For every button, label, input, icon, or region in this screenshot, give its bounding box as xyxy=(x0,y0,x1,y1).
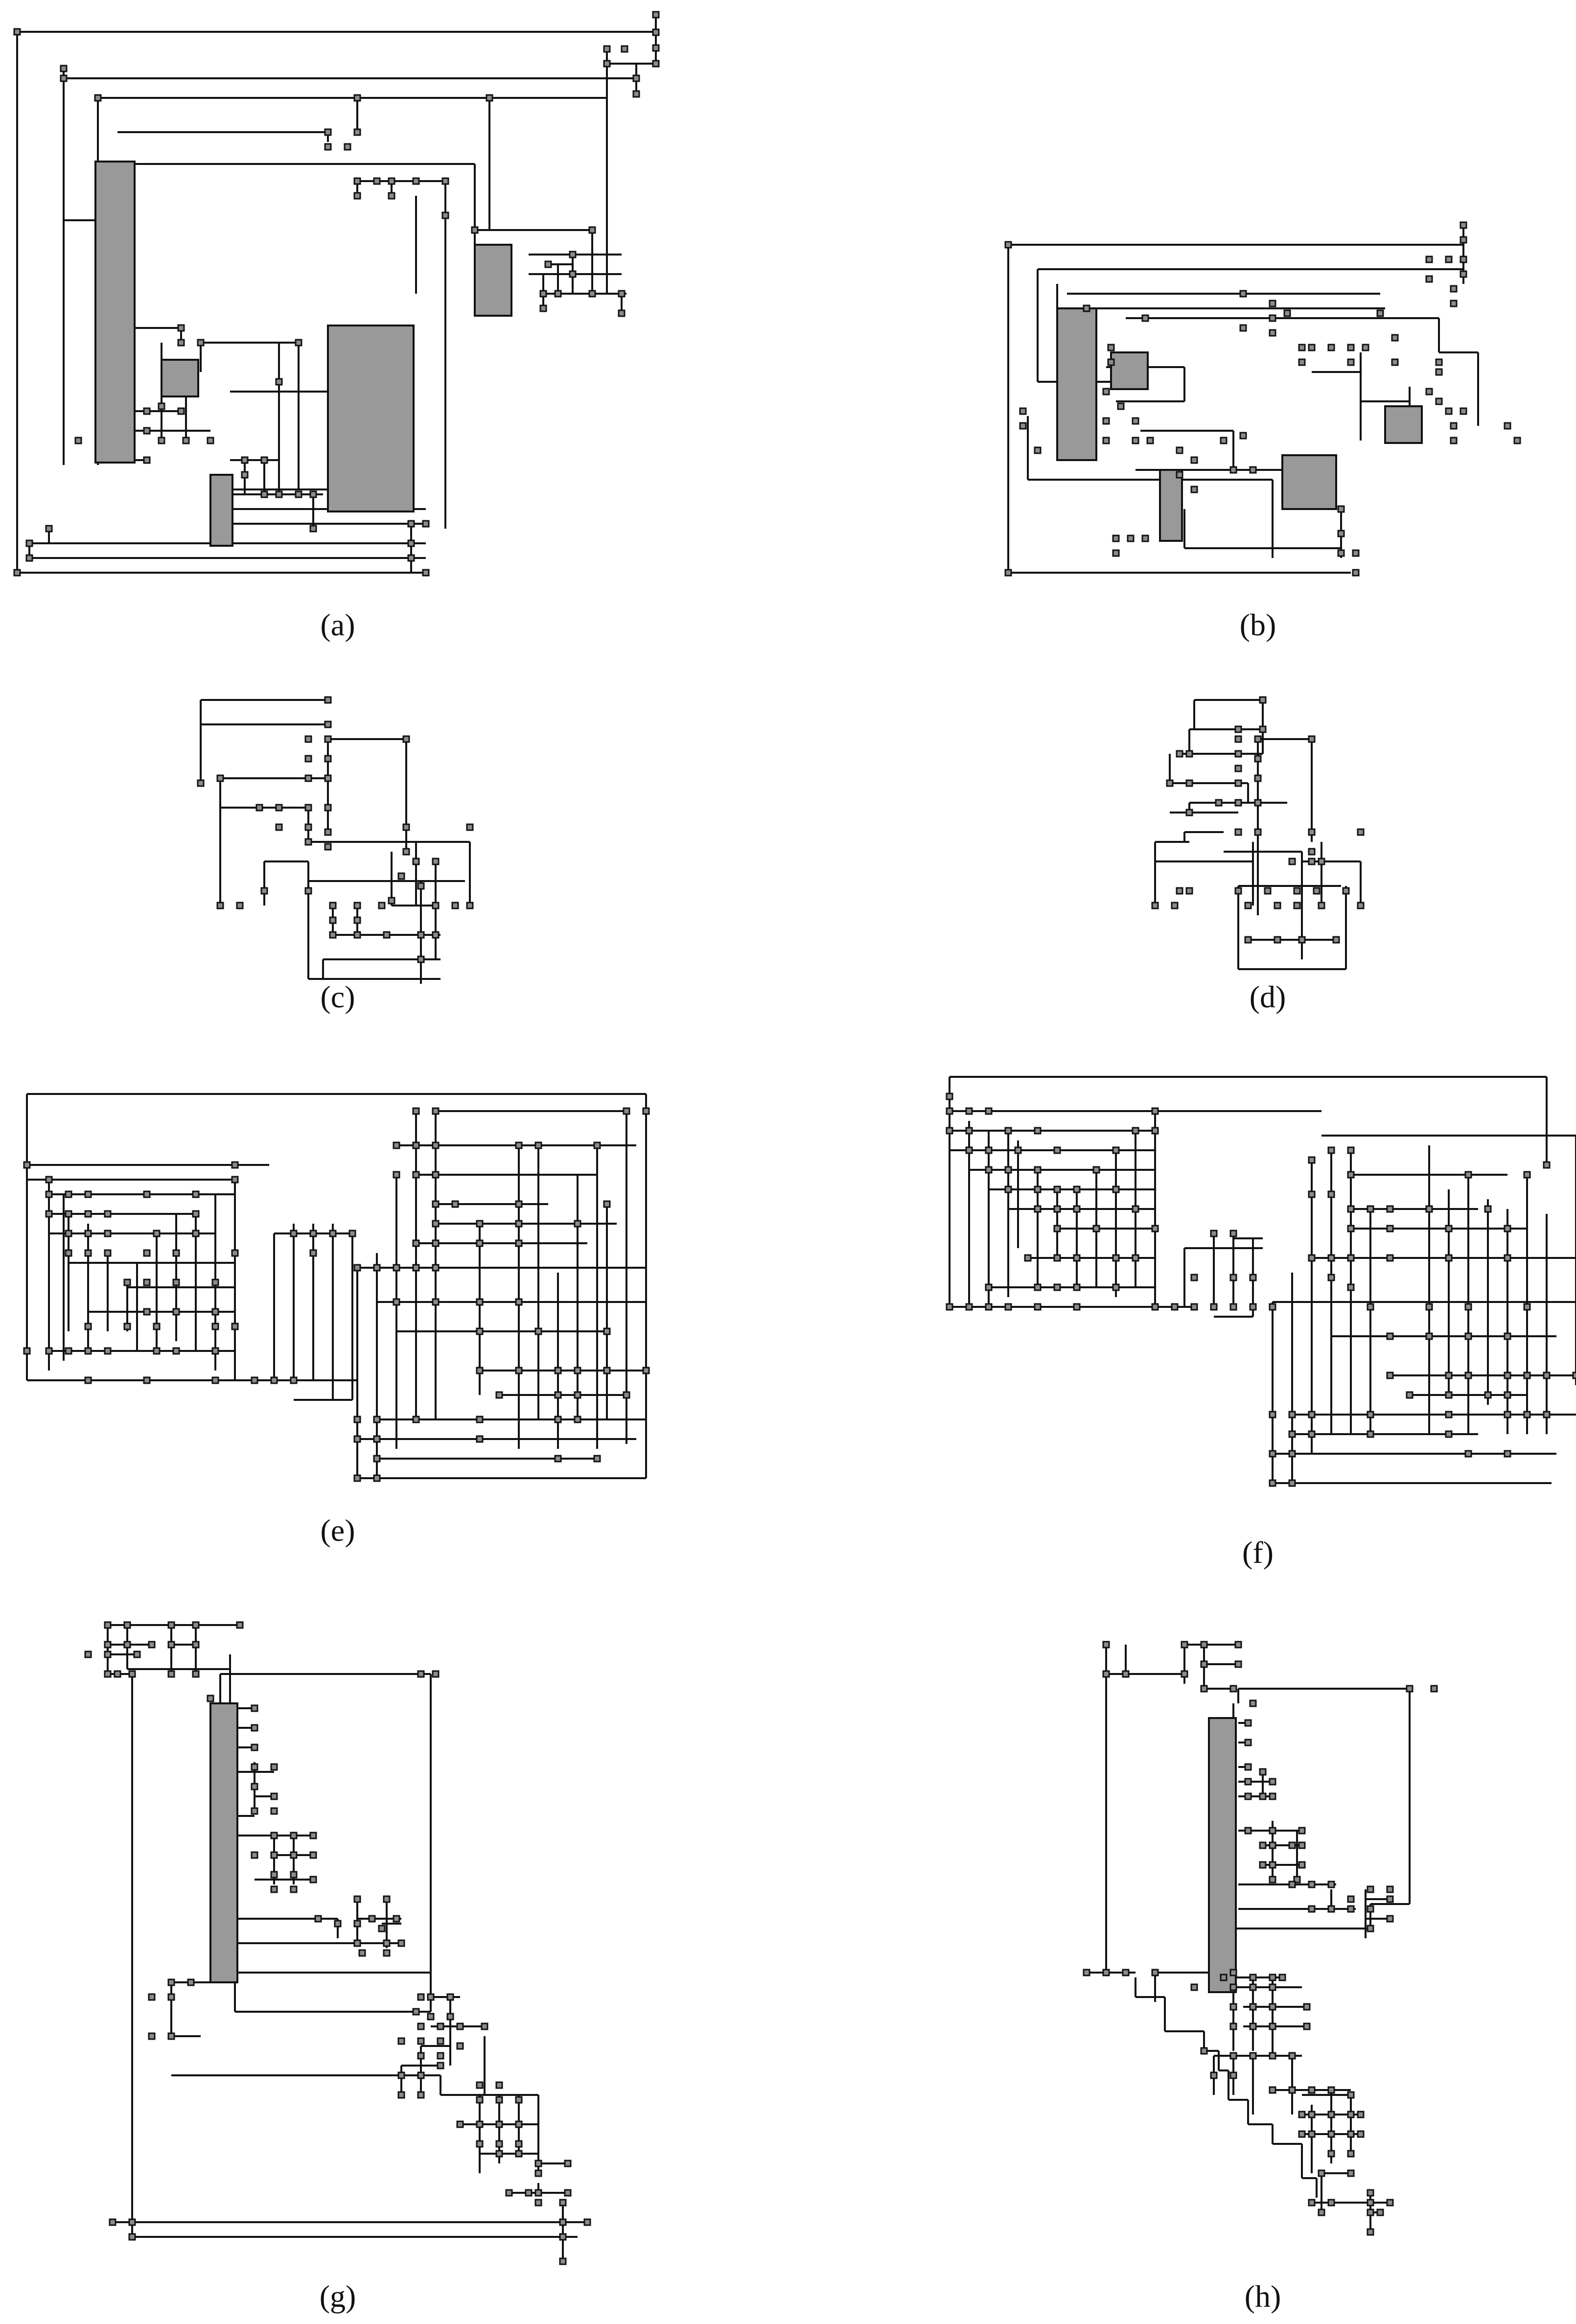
node-markers-b xyxy=(1004,221,1521,577)
big-node-b-3 xyxy=(1159,469,1183,542)
graph-drawing-a xyxy=(13,11,660,577)
big-node-a-1 xyxy=(94,161,136,464)
panel-h: (h) xyxy=(1077,1625,1576,2324)
panel-f: (f) xyxy=(940,1062,1576,1581)
caption-f: (f) xyxy=(1242,1535,1274,1570)
caption-d: (d) xyxy=(1249,979,1286,1014)
node-markers-c xyxy=(197,696,474,963)
panel-e: (e) xyxy=(0,1077,685,1557)
graph-drawing-e xyxy=(23,1093,650,1482)
big-node-a-5 xyxy=(474,244,512,317)
caption-e: (e) xyxy=(320,1513,355,1548)
node-markers-d xyxy=(1151,696,1365,944)
graph-drawing-c xyxy=(197,696,474,984)
node-markers-a xyxy=(13,11,660,577)
graph-drawing-h xyxy=(1083,1641,1438,2236)
big-node-b-1 xyxy=(1056,307,1097,461)
panel-c: (c) xyxy=(196,685,538,1028)
big-node-a-3 xyxy=(209,474,233,547)
panel-a: (a) xyxy=(0,0,685,641)
big-node-b-5 xyxy=(1384,405,1423,444)
caption-h: (h) xyxy=(1244,2279,1281,2314)
node-markers-g xyxy=(84,1621,591,2265)
node-markers-f xyxy=(946,1092,1576,1487)
caption-a: (a) xyxy=(320,607,355,642)
big-node-g-1 xyxy=(209,1702,238,1983)
caption-c: (c) xyxy=(320,979,355,1014)
graph-drawing-b xyxy=(1004,221,1521,577)
graph-drawing-f xyxy=(946,1076,1576,1487)
caption-b: (b) xyxy=(1239,607,1276,642)
panel-d: (d) xyxy=(1126,685,1468,1028)
graph-drawing-g xyxy=(84,1621,591,2265)
big-node-b-4 xyxy=(1281,454,1337,510)
caption-g: (g) xyxy=(319,2279,356,2314)
big-node-b-2 xyxy=(1110,351,1149,390)
big-node-a-4 xyxy=(327,325,415,512)
panel-g: (g) xyxy=(0,1605,685,2324)
node-markers-h xyxy=(1083,1641,1438,2236)
graph-drawing-d xyxy=(1151,696,1365,970)
node-markers-e xyxy=(23,1107,650,1482)
big-node-h-1 xyxy=(1208,1717,1237,1993)
big-node-a-2 xyxy=(161,359,199,397)
panel-b: (b) xyxy=(989,206,1576,641)
